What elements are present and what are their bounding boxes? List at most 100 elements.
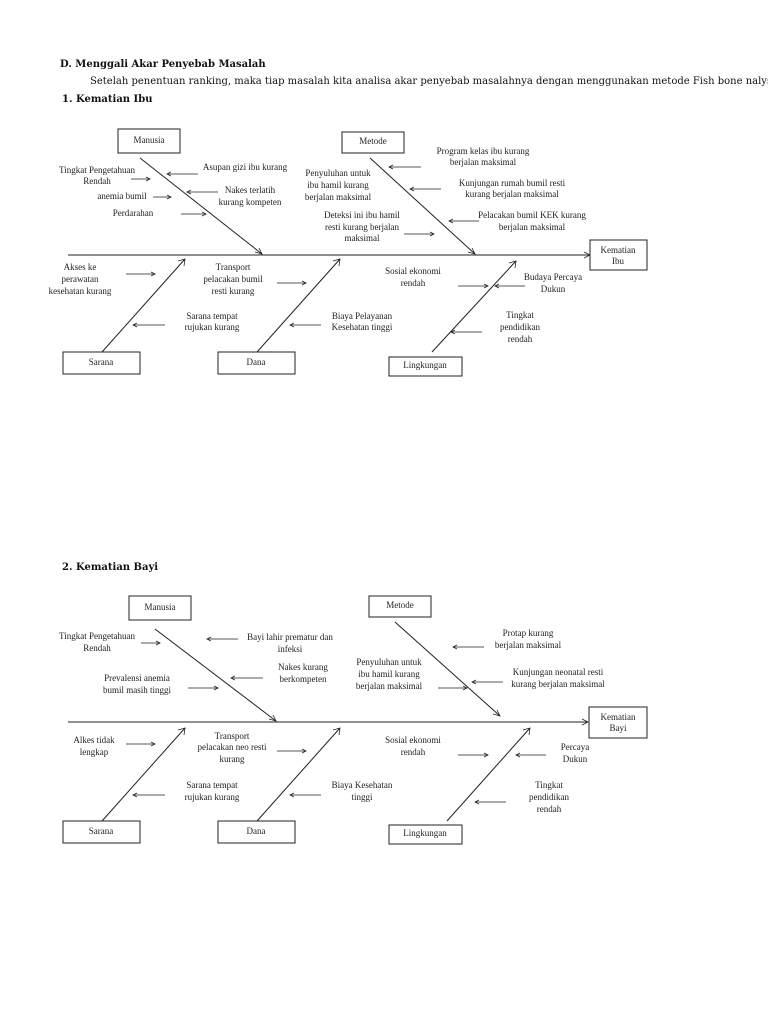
cause-prevalensi-anemia: Prevalensi anemia bumil masih tinggi (103, 673, 219, 695)
category-label-sarana: Sarana (89, 357, 114, 367)
category-box-manusia: Manusia (128, 595, 192, 621)
cause-text-line: maksimal (345, 233, 380, 243)
cause-text-line: perawatan (62, 274, 99, 284)
effect-label-line: Ibu (612, 256, 624, 266)
arrow (277, 280, 307, 286)
cause-text-line: pendidikan (500, 322, 540, 332)
cause-budaya-percaya-dukun: Budaya Percaya Dukun (494, 272, 582, 294)
cause-sarana-tempat-rujukan: Sarana tempat rujukan kurang (132, 780, 240, 802)
cause-text-line: kurang (220, 754, 245, 764)
cause-text-line: Kesehatan tinggi (332, 322, 393, 332)
category-box-dana: Dana (217, 351, 296, 375)
category-label-metode: Metode (386, 600, 414, 610)
cause-tingkat-pengetahuan: Tingkat Pengetahuan Rendah (59, 631, 161, 653)
cause-transport-pelacakan: Transport pelacakan bumil resti kurang (203, 262, 307, 296)
spine-line (68, 718, 589, 726)
cause-percaya-dukun: Percaya Dukun (515, 742, 589, 764)
bone-dana (256, 727, 341, 822)
cause-text-line: Transport (216, 262, 251, 272)
category-label-lingkungan: Lingkungan (403, 360, 447, 370)
arrow (206, 636, 238, 642)
cause-pelacakan-bumil-kek: Pelacakan bumil KEK kurang berjalan maks… (448, 210, 586, 232)
cause-text-line: berjalan maksimal (305, 192, 372, 202)
arrow (188, 685, 219, 691)
bone-manusia (139, 157, 263, 255)
cause-perdarahan: Perdarahan (113, 208, 207, 218)
cause-text-line: berjalan maksimal (356, 681, 423, 691)
arrow (388, 164, 421, 170)
cause-text-line: Bayi lahir prematur dan (247, 632, 333, 642)
cause-tingkat-pendidikan: Tingkat pendidikan rendah (450, 310, 540, 344)
category-box-sarana: Sarana (62, 820, 141, 844)
cause-text-line: Kunjungan neonatal resti (513, 667, 604, 677)
cause-text-line: berjalan maksimal (450, 157, 517, 167)
arrow (458, 283, 489, 289)
category-box-sarana: Sarana (62, 351, 141, 375)
category-label-lingkungan: Lingkungan (403, 828, 447, 838)
cause-sosial-ekonomi: Sosial ekonomi rendah (385, 266, 489, 289)
arrow (404, 231, 435, 237)
cause-text-line: Sosial ekonomi (385, 266, 441, 276)
cause-text-line: rendah (537, 804, 562, 814)
cause-text-line: Program kelas ibu kurang (437, 146, 530, 156)
cause-text-line: Deteksi ini ibu hamil (324, 210, 400, 220)
cause-text-line: anemia bumil (97, 191, 147, 201)
cause-text-line: berjalan maksimal (499, 222, 566, 232)
category-label-metode: Metode (359, 136, 387, 146)
arrow (448, 218, 479, 224)
arrow (450, 329, 482, 335)
bone-lingkungan (446, 727, 531, 822)
category-label-dana: Dana (247, 826, 266, 836)
cause-text-line: Transport (215, 731, 250, 741)
bone-metode (394, 621, 501, 717)
cause-text-line: Tingkat Pengetahuan (59, 631, 135, 641)
effect-label-line: Kematian (601, 712, 636, 722)
cause-text-line: rendah (401, 747, 426, 757)
cause-kunjungan-rumah-bumil: Kunjungan rumah bumil resti kurang berja… (409, 178, 566, 199)
bone-sarana (101, 727, 186, 822)
cause-nakes-terlatih: Nakes terlatih kurang kompeten (186, 185, 282, 207)
cause-text-line: kurang kompeten (219, 197, 282, 207)
diagram-2-heading: Kematian Bayi (76, 562, 159, 573)
cause-text-line: Biaya Pelayanan (332, 311, 393, 321)
fishbone-diagram-kematian-ibu: Manusia Metode Sarana Dana Lingkungan Ke… (49, 128, 648, 377)
cause-penyuluhan-ibu-hamil: Penyuluhan untuk ibu hamil kurang berjal… (305, 168, 372, 202)
cause-text-line: Rendah (83, 176, 111, 186)
cause-text-line: Nakes kurang (278, 662, 328, 672)
cause-text-line: Penyuluhan untuk (356, 657, 422, 667)
arrow (126, 741, 156, 747)
arrow (153, 194, 172, 200)
cause-text-line: Asupan gizi ibu kurang (203, 162, 288, 172)
cause-program-kelas-ibu: Program kelas ibu kurang berjalan maksim… (388, 146, 530, 170)
cause-text-line: Protap kurang (503, 628, 554, 638)
cause-text-line: Akses ke (64, 262, 97, 272)
cause-text-line: Sarana tempat (186, 311, 238, 321)
arrow (186, 189, 218, 195)
bone-dana (256, 258, 341, 353)
cause-nakes-kurang: Nakes kurang berkompeten (230, 662, 328, 684)
cause-protap-kurang: Protap kurang berjalan maksimal (452, 628, 562, 650)
arrow (181, 211, 207, 217)
cause-text-line: pelacakan bumil (203, 274, 263, 284)
arrow (166, 171, 198, 177)
cause-text-line: Tingkat Pengetahuan (59, 165, 135, 175)
cause-text-line: Prevalensi anemia (104, 673, 170, 683)
cause-text-line: resti kurang berjalan (325, 222, 399, 232)
arrow (494, 283, 525, 289)
cause-text-line: kurang berjalan maksimal (511, 679, 605, 689)
cause-kunjungan-neonatal: Kunjungan neonatal resti kurang berjalan… (471, 667, 605, 689)
cause-penyuluhan-ibu-hamil: Penyuluhan untuk ibu hamil kurang berjal… (356, 657, 468, 691)
cause-text-line: lengkap (80, 747, 109, 757)
category-label-manusia: Manusia (145, 602, 176, 612)
cause-text-line: Pelacakan bumil KEK kurang (478, 210, 586, 220)
diagram-1-heading: Kematian Ibu (76, 94, 153, 105)
arrow (277, 748, 307, 754)
cause-sosial-ekonomi: Sosial ekonomi rendah (385, 735, 489, 758)
cause-asupan-gizi: Asupan gizi ibu kurang (166, 162, 288, 177)
arrow (409, 186, 441, 192)
arrow (126, 271, 156, 277)
cause-text-line: berjalan maksimal (495, 640, 562, 650)
fishbone-diagram-kematian-bayi: Manusia Metode Sarana Dana Lingkungan Ke… (59, 595, 648, 845)
cause-text-line: Budaya Percaya (524, 272, 582, 282)
cause-text-line: rendah (401, 278, 426, 288)
